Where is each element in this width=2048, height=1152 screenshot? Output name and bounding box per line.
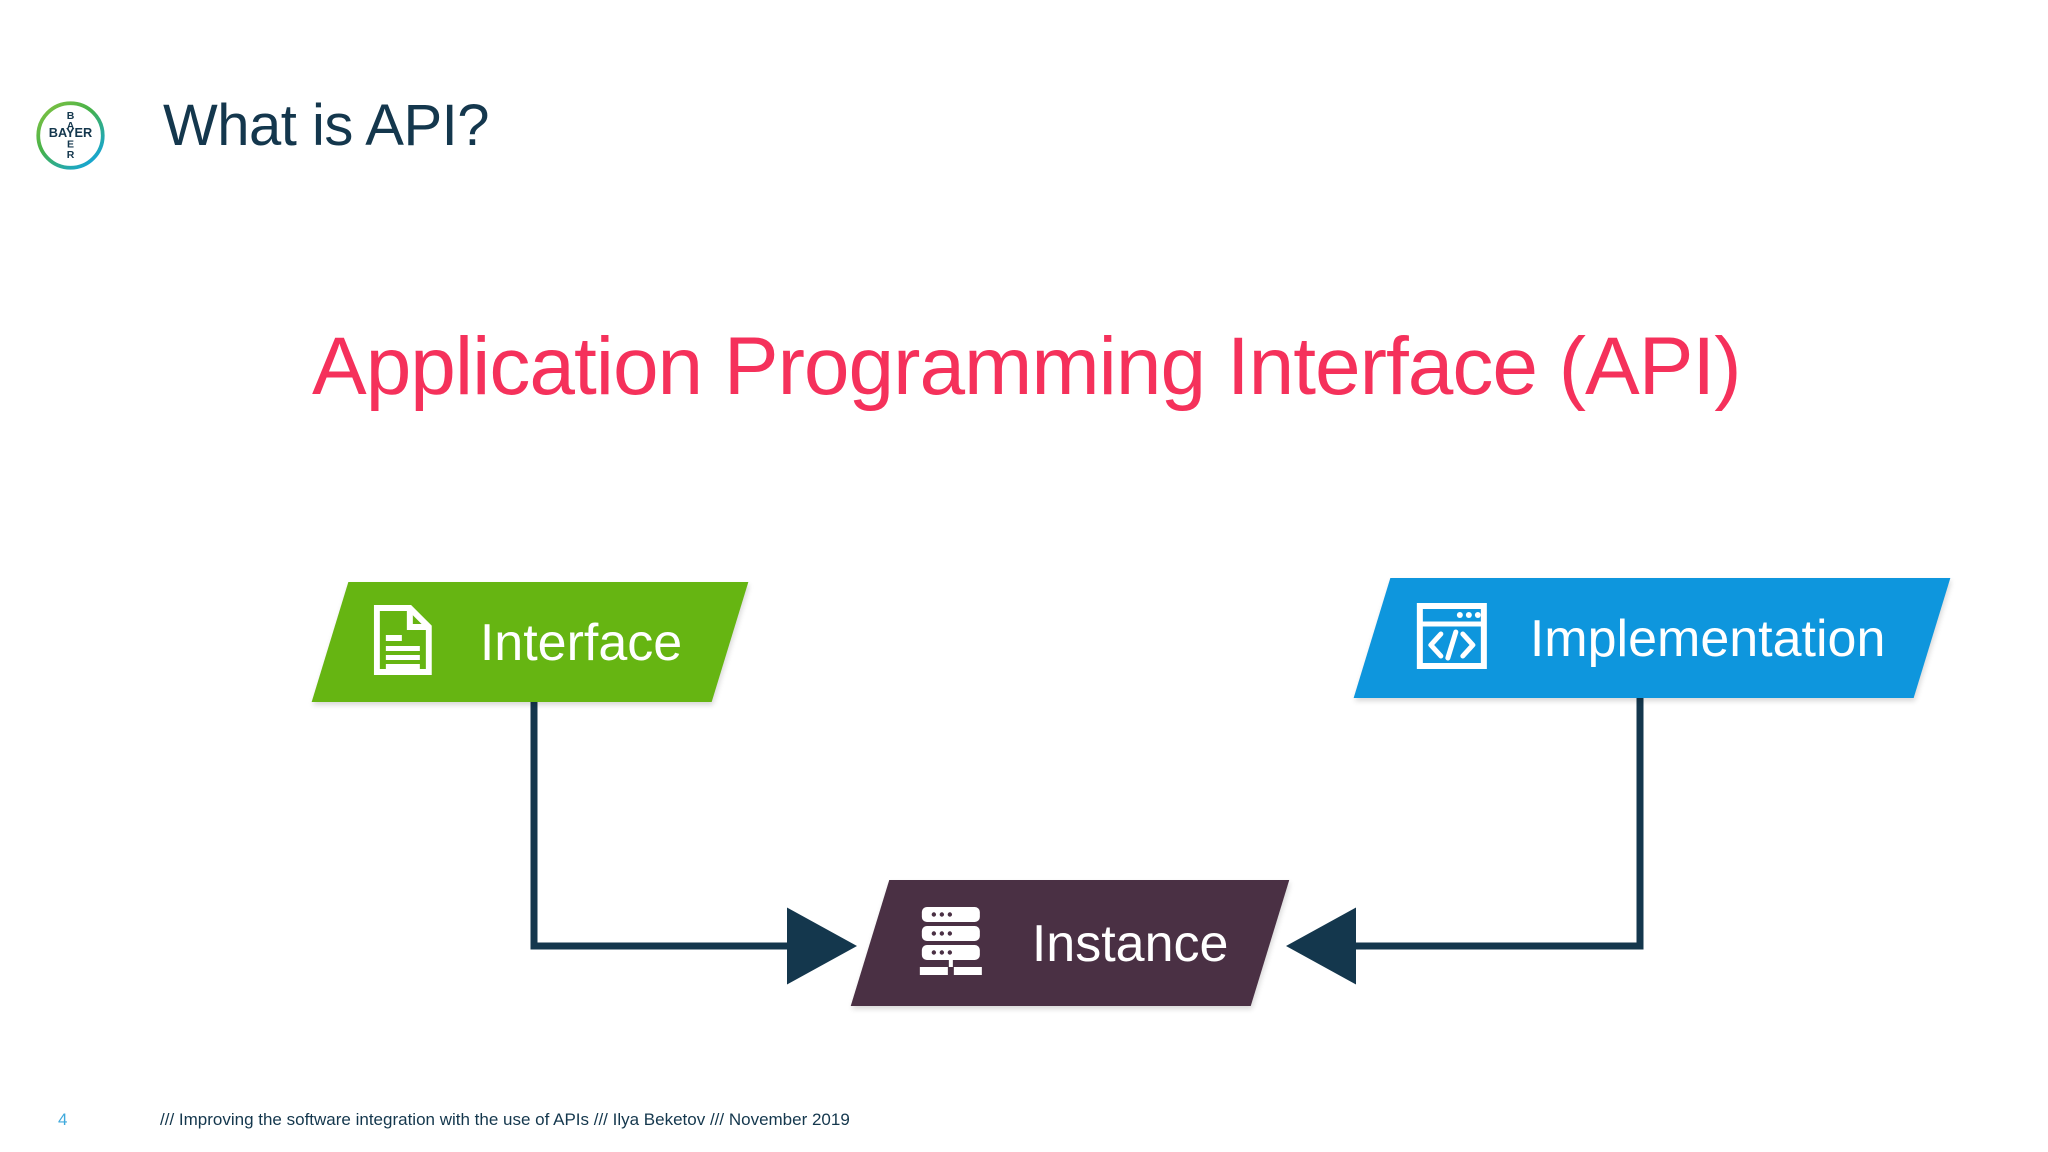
node-implementation[interactable]: Implementation [1353, 578, 1951, 698]
node-implementation-label: Implementation [1530, 609, 1886, 667]
svg-text:R: R [67, 149, 75, 161]
svg-text:A: A [67, 120, 75, 132]
page-title: What is API? [163, 93, 490, 158]
footer-text: /// Improving the software integration w… [160, 1110, 850, 1129]
connector-implementation-to-instance [1286, 698, 1644, 985]
page-number: 4 [58, 1110, 68, 1129]
node-instance-label: Instance [1032, 914, 1229, 972]
bayer-logo: BAYER B A E R [33, 98, 108, 173]
slide-footer: 4 /// Improving the software integration… [0, 1082, 2048, 1152]
code-window-icon [1416, 602, 1488, 675]
server-stack-icon [918, 905, 984, 982]
node-interface-label: Interface [480, 613, 683, 671]
document-icon [374, 604, 432, 680]
node-instance[interactable]: Instance [850, 880, 1290, 1006]
node-interface[interactable]: Interface [311, 582, 749, 702]
svg-text:B: B [67, 110, 75, 122]
svg-text:BAYER: BAYER [49, 125, 92, 140]
svg-text:E: E [67, 139, 74, 151]
connector-interface-to-instance [530, 700, 857, 985]
main-heading: Application Programming Interface (API) [312, 321, 1742, 412]
